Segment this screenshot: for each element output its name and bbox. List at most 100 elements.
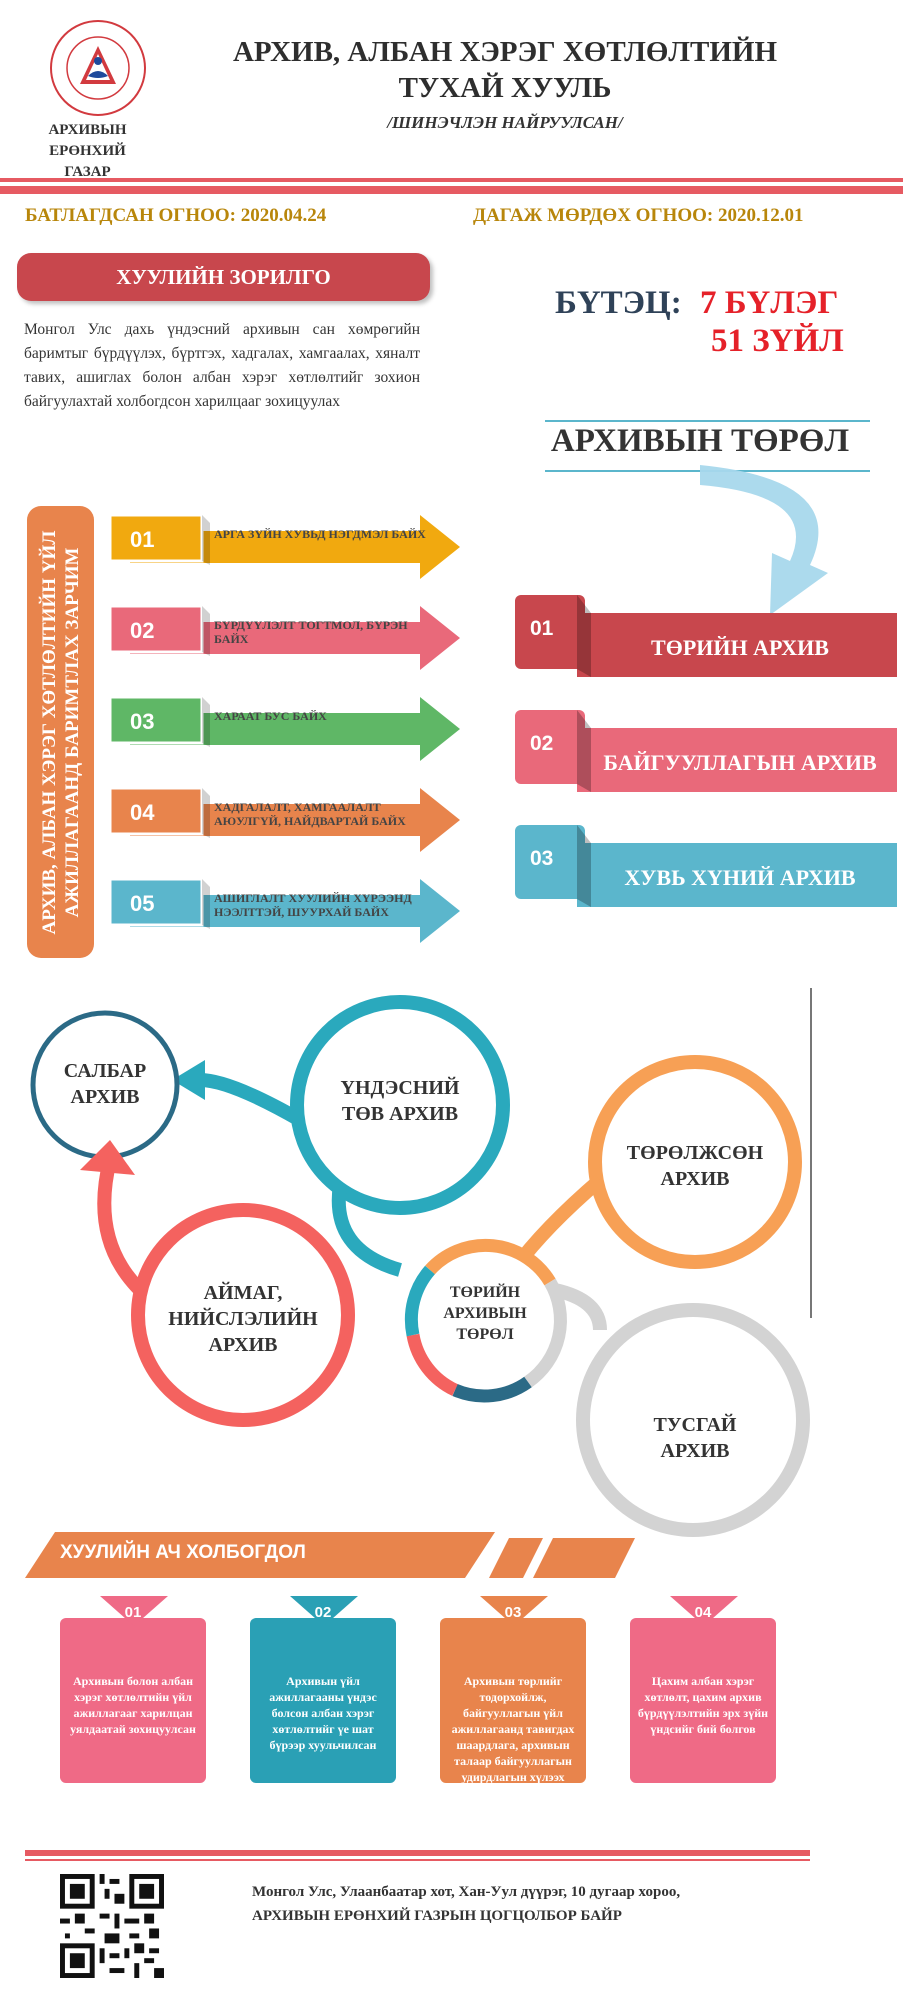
logo-emblem-icon [50,20,146,116]
card-background [630,1618,776,1783]
structure-articles: 51 ЗҮЙЛ [711,323,844,359]
principle-text: БҮРДҮҮЛЭЛТ ТОГТМОЛ, БҮРЭН БАЙХ [214,618,408,646]
national-archive-line1: ҮНДЭСНИЙ [340,1077,460,1099]
specialized-archive-line1: ТӨРӨЛЖСӨН [626,1142,764,1164]
principle-arrow-icon [110,695,460,761]
card-tab-icon [290,1596,358,1626]
page-title: АРХИВ, АЛБАН ХЭРЭГ ХӨТЛӨЛТИЙН ТУХАЙ ХУУЛ… [190,34,820,106]
archive-type-box-icon [515,825,897,907]
specialized-archive-line2: АРХИВ [660,1168,730,1190]
section-divider-vertical [810,988,812,1318]
principle-arrow-icon [110,786,460,852]
card-background [250,1618,396,1783]
card-background [440,1618,586,1783]
center-archive-line3: ТӨРӨЛ [456,1326,514,1343]
aimag-archive-ring [131,1203,355,1427]
org-name-line1: АРХИВЫН ЕРӨНХИЙ [48,122,127,159]
card-text: Архивын төрлийг тодорхойлж, байгууллагын… [451,1674,575,1800]
principle-number: 05 [130,891,155,916]
archive-type-box-icon [515,595,897,677]
archive-type-label: ХУВЬ ХҮНИЙ АРХИВ [624,865,856,890]
principle-number: 01 [130,527,155,552]
archive-type-number: 02 [530,732,554,755]
archive-type-number: 03 [530,847,554,870]
page-title-line2: ТУХАЙ ХУУЛЬ [398,72,612,104]
national-archive-ring [290,995,510,1215]
archive-type-label: ТӨРИЙН АРХИВ [651,635,829,660]
principle-text: АРГА ЗҮЙН ХУВЬД НЭГДМЭЛ БАЙХ [214,527,426,541]
footer-divider-thin [25,1859,810,1861]
special-archive-line2: АРХИВ [660,1440,730,1462]
national-archive-line2: ТӨВ АРХИВ [341,1103,459,1125]
significance-banner [25,1532,635,1578]
effective-date-value: 2020.12.01 [717,205,804,226]
specialized-archive-ring [588,1055,802,1269]
card-background [60,1618,206,1783]
principle-item-03: 03 ХАРААТ БУС БАЙХ [110,695,465,761]
national-archive-label: ҮНДЭСНИЙ ТӨВ АРХИВ [320,1075,480,1127]
aimag-archive-line1: АЙМАГ, [203,1282,283,1304]
page-subtitle: /ШИНЭЧЛЭН НАЙРУУЛСАН/ [387,113,623,132]
specialized-archive-label: ТӨРӨЛЖСӨН АРХИВ [595,1140,795,1192]
card-tab-icon [100,1596,168,1626]
structure-block: БҮТЭЦ: 7 БҮЛЭГ [555,285,838,322]
archive-types-title: АРХИВЫН ТӨРӨЛ [550,423,850,459]
card-number: 02 [314,1604,332,1621]
aimag-archive-line3: АРХИВ [208,1334,278,1356]
principle-text: ХАРААТ БУС БАЙХ [214,709,327,723]
center-archive-label: ТӨРИЙН АРХИВЫН ТӨРӨЛ [415,1282,555,1345]
principles-vertical-text: АРХИВ, АЛБАН ХЭРЭГ ХӨТЛӨЛТИЙН ҮЙЛ АЖИЛЛА… [38,530,83,935]
principles-vertical-label: АРХИВ, АЛБАН ХЭРЭГ ХӨТЛӨЛТИЙН ҮЙЛ АЖИЛЛА… [27,506,94,958]
principle-number: 02 [130,618,155,643]
aimag-archive-line2: НИЙСЛЭЛИЙН [168,1308,318,1330]
special-archive-label: ТУСГАЙ АРХИВ [605,1412,785,1464]
aimag-archive-label: АЙМАГ, НИЙСЛЭЛИЙН АРХИВ [148,1280,338,1358]
principle-arrow-icon [110,877,460,943]
footer-address-line2: АРХИВЫН ЕРӨНХИЙ ГАЗРЫН ЦОГЦОЛБОР БАЙР [252,1908,622,1924]
purpose-heading: ХУУЛИЙН ЗОРИЛГО [17,253,430,301]
card-text: Цахим албан хэрэг хөтлөлт, цахим архив б… [637,1674,769,1736]
curved-arrow-icon [700,465,828,615]
principle-text: ХАДГАЛАЛТ, ХАМГААЛАЛТ АЮУЛГҮЙ, НАЙДВАРТА… [214,800,406,828]
special-archive-line1: ТУСГАЙ [653,1414,737,1436]
archive-type-box-icon [515,710,897,792]
header-divider-thick [0,186,903,194]
footer-address: Монгол Улс, Улаанбаатар хот, Хан-Уул дүү… [252,1880,812,1928]
card-number: 04 [694,1604,712,1621]
archive-type-label: БАЙГУУЛЛАГЫН АРХИВ [603,750,877,775]
effective-date: ДАГАЖ МӨРДӨХ ОГНОО: 2020.12.01 [473,205,803,227]
effective-date-label: ДАГАЖ МӨРДӨХ ОГНОО: [473,205,718,226]
principle-number: 03 [130,709,155,734]
header-divider-thin [0,178,903,182]
footer-address-line1: Монгол Улс, Улаанбаатар хот, Хан-Уул дүү… [252,1884,681,1900]
qr-code-icon [60,1874,164,1978]
card-tab-icon [480,1596,548,1626]
principle-arrow-icon [110,604,460,670]
branch-archive-label: САЛБАР АРХИВ [45,1058,165,1110]
card-number: 01 [124,1604,142,1621]
org-name: АРХИВЫН ЕРӨНХИЙ ГАЗАР [10,120,165,183]
card-text: Архивын болон албан хэрэг хөтлөлтийн үйл… [70,1674,196,1736]
approved-date-label: БАТЛАГДСАН ОГНОО: [25,205,241,226]
branch-archive-line1: САЛБАР [63,1060,147,1082]
archive-type-number: 01 [530,617,554,640]
org-name-line2: ГАЗАР [64,164,111,180]
principle-item-01: 01 АРГА ЗҮЙН ХУВЬД НЭГДМЭЛ БАЙХ [110,513,465,579]
structure-chapters: 7 БҮЛЭГ [699,285,839,321]
significance-heading: ХУУЛИЙН АЧ ХОЛБОГДОЛ [60,1542,306,1563]
approved-date-value: 2020.04.24 [240,205,327,226]
page-title-line1: АРХИВ, АЛБАН ХЭРЭГ ХӨТЛӨЛТИЙН [232,36,778,68]
approved-date: БАТЛАГДСАН ОГНОО: 2020.04.24 [25,205,326,227]
principle-number: 04 [130,800,155,825]
branch-archive-line2: АРХИВ [70,1086,140,1108]
principle-item-02: 02 БҮРДҮҮЛЭЛТ ТОГТМОЛ, БҮРЭН БАЙХ [110,604,465,670]
structure-label: БҮТЭЦ: [555,285,682,321]
